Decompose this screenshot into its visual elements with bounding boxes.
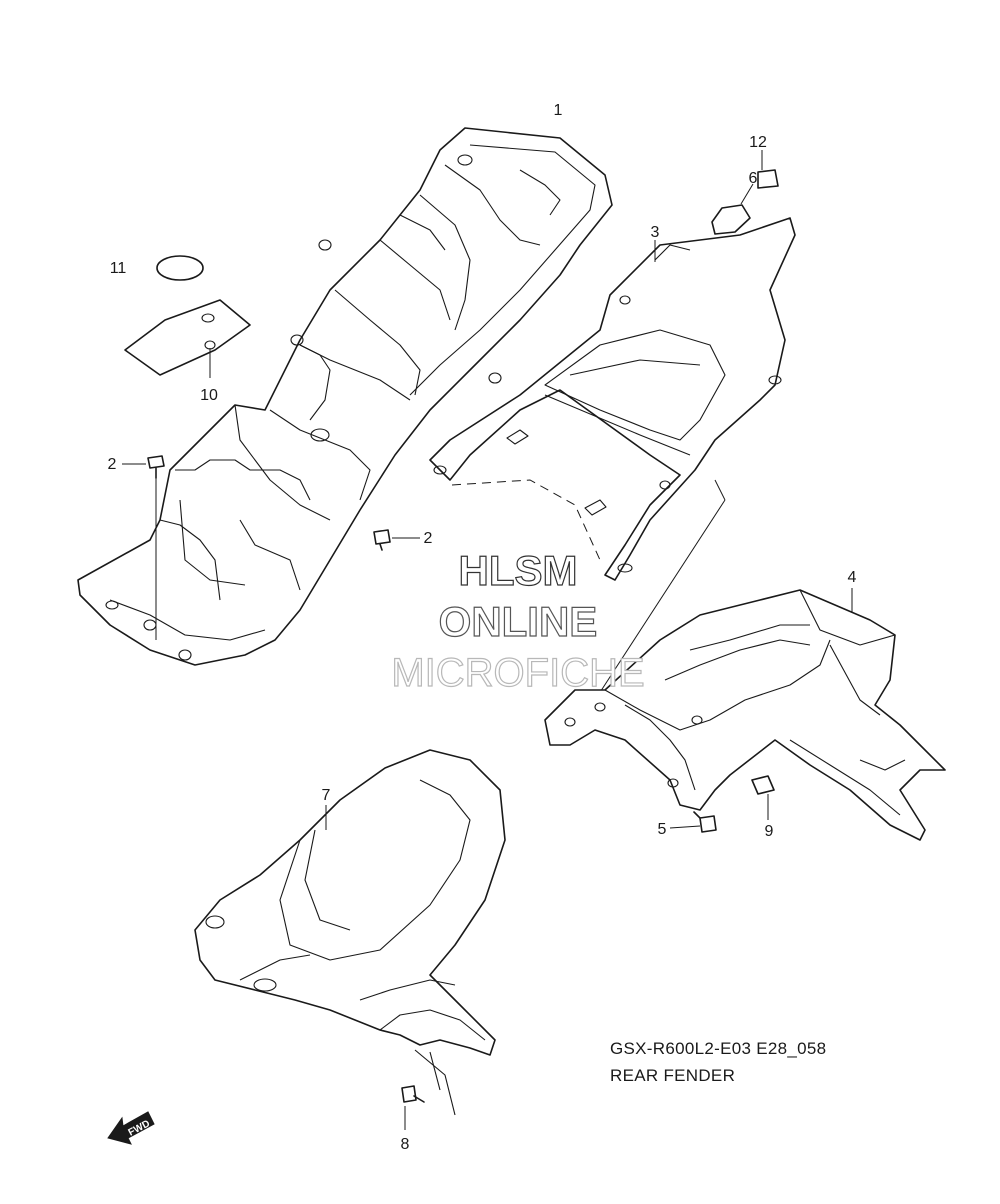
callout-11: 11 — [110, 260, 127, 277]
callout-6: 6 — [749, 170, 758, 187]
callout-2-lower: 2 — [424, 530, 433, 547]
part-12-pad — [757, 150, 779, 189]
fwd-arrow-icon: FWD — [107, 1111, 155, 1145]
callout-10: 10 — [200, 387, 218, 404]
part-5-bolt — [669, 811, 717, 833]
callout-1: 1 — [554, 102, 563, 119]
part-11-ring — [156, 255, 204, 281]
callout-4: 4 — [848, 569, 857, 586]
callout-5: 5 — [658, 821, 667, 838]
callout-12: 12 — [749, 134, 767, 151]
callout-2-upper: 2 — [108, 456, 117, 473]
watermark-line-1: HLSM — [459, 547, 578, 594]
part-4-lower-fender — [544, 588, 946, 841]
watermark: HLSM ONLINE MICROFICHE — [391, 546, 646, 695]
part-8-bolt — [401, 1085, 425, 1130]
callout-7: 7 — [322, 787, 331, 804]
part-1-rear-frame — [77, 127, 613, 666]
part-2-bolt-lower — [373, 529, 420, 551]
caption-title: REAR FENDER — [610, 1066, 735, 1085]
part-6-pad — [711, 183, 754, 235]
diagram-caption: GSX-R600L2-E03 E28_058 REAR FENDER — [610, 1039, 826, 1085]
callout-9: 9 — [765, 823, 774, 840]
callout-8: 8 — [401, 1136, 410, 1153]
part-3-inner-fender — [429, 217, 796, 701]
watermark-line-2: ONLINE — [439, 598, 598, 645]
part-10-plate — [124, 299, 251, 378]
callout-labels: 1 2 2 3 4 5 6 7 8 9 10 11 12 — [108, 102, 857, 1153]
part-2-bolt-upper — [122, 455, 165, 640]
part-7-rear-hugger — [194, 749, 506, 1116]
callout-3: 3 — [651, 224, 660, 241]
part-9-clip — [751, 775, 775, 820]
watermark-line-3: MICROFICHE — [391, 651, 644, 695]
caption-code: GSX-R600L2-E03 E28_058 — [610, 1039, 826, 1058]
